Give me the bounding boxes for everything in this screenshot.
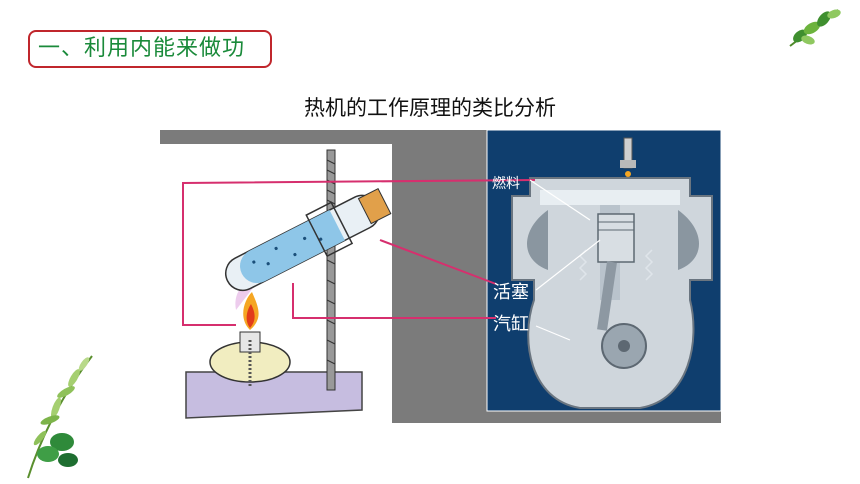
leaf-branch-icon [27,355,93,479]
label-cylinder: 汽缸 [493,313,529,335]
label-piston: 活塞 [493,282,529,303]
stand-base [185,371,363,419]
slide-heading: 热机的工作原理的类比分析 [304,96,556,120]
section-title: 一、利用内能来做功 [28,30,272,68]
piston [597,213,635,263]
stand-rod [326,149,336,391]
stopper [357,187,392,225]
leaf-sprig-icon [789,9,841,47]
label-fuel: 燃料 [492,175,520,192]
test-tube [225,187,392,292]
engine-cylinder [511,177,713,409]
analogy-connectors [182,179,536,326]
